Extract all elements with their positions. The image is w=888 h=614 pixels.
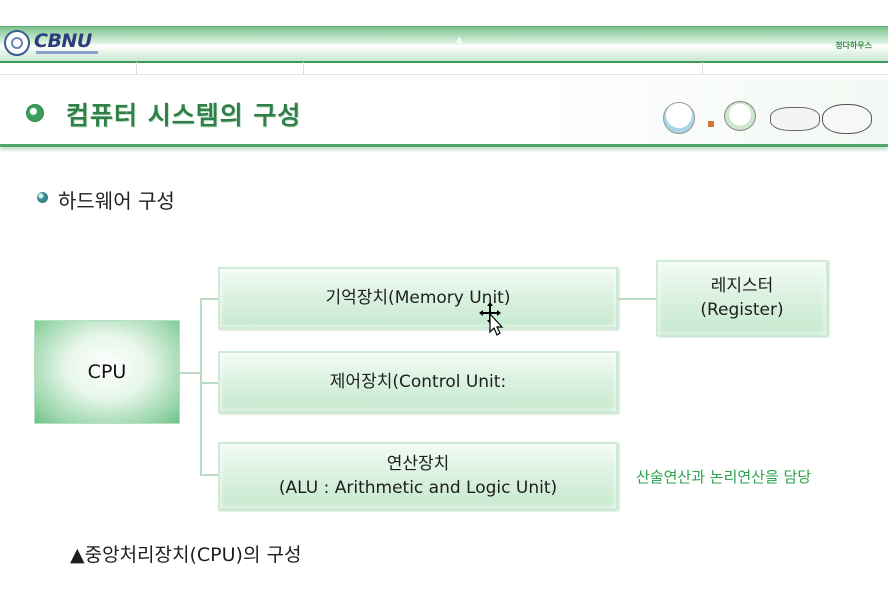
header-bar xyxy=(0,26,888,63)
page-indicator: 4 xyxy=(456,37,463,47)
slide-title: 컴퓨터 시스템의 구성 xyxy=(66,101,302,130)
alu-label-line2: (ALU : Arithmetic and Logic Unit) xyxy=(278,478,558,498)
connector-line xyxy=(200,298,202,474)
connector-line xyxy=(200,474,220,476)
mascot-panda-icon xyxy=(822,104,872,134)
register-label-line2: (Register) xyxy=(700,300,784,320)
tab-separator xyxy=(136,62,137,74)
bullet-icon xyxy=(37,192,48,203)
university-seal-icon xyxy=(4,30,30,56)
alu-label-line1: 연산장치 xyxy=(386,454,450,474)
connector-line xyxy=(180,372,200,374)
register-label-line1: 레지스터 xyxy=(710,276,774,296)
tab-separator xyxy=(702,62,703,74)
mascot-dot-icon xyxy=(708,121,714,127)
mascot-panda-icon xyxy=(770,107,820,131)
alu-note: 산술연산과 논리연산을 담당 xyxy=(636,468,812,486)
tab-strip xyxy=(0,62,888,75)
cpu-box: CPU xyxy=(34,320,180,424)
connector-line xyxy=(616,298,658,300)
subheading: 하드웨어 구성 xyxy=(58,189,175,213)
mascot-face-icon xyxy=(724,101,756,131)
figure-caption: ▲중앙처리장치(CPU)의 구성 xyxy=(70,544,302,566)
control-unit-label: 제어장치(Control Unit: xyxy=(329,372,507,392)
move-cursor-icon xyxy=(479,302,504,336)
memory-unit-box: 기억장치(Memory Unit) xyxy=(218,267,618,329)
memory-unit-label: 기억장치(Memory Unit) xyxy=(325,288,511,308)
cpu-label: CPU xyxy=(87,361,127,383)
register-box: 레지스터 (Register) xyxy=(656,260,828,336)
alu-box: 연산장치 (ALU : Arithmetic and Logic Unit) xyxy=(218,442,618,510)
mascot-penguin-icon xyxy=(663,102,695,134)
logo-underline xyxy=(36,51,98,54)
logo-text: CBNU xyxy=(34,30,92,52)
title-bullet-icon xyxy=(26,104,44,122)
connector-line xyxy=(200,382,220,384)
corner-tag: 정다하우스 xyxy=(835,41,872,50)
tab-separator xyxy=(303,62,304,74)
control-unit-box: 제어장치(Control Unit: xyxy=(218,351,618,413)
connector-line xyxy=(200,298,220,300)
